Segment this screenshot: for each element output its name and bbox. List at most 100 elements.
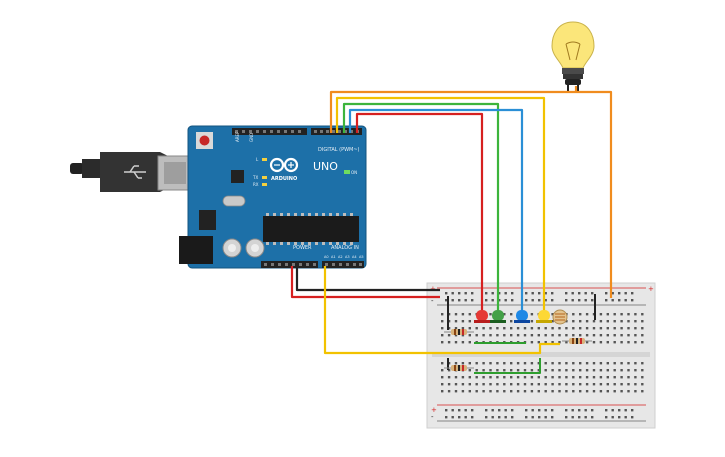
breadboard-hole[interactable] (551, 409, 554, 412)
breadboard-hole[interactable] (468, 376, 471, 379)
breadboard-hole[interactable] (634, 327, 637, 330)
breadboard-hole[interactable] (447, 313, 451, 316)
resistor-2[interactable] (562, 338, 592, 344)
breadboard-hole[interactable] (454, 341, 458, 344)
breadboard-hole[interactable] (538, 416, 541, 419)
breadboard-hole[interactable] (611, 409, 614, 412)
breadboard-hole[interactable] (451, 292, 454, 295)
breadboard-hole[interactable] (544, 362, 547, 365)
breadboard-hole[interactable] (441, 334, 444, 337)
breadboard-hole[interactable] (461, 320, 465, 323)
breadboard-hole[interactable] (579, 320, 582, 323)
breadboard-hole[interactable] (551, 292, 554, 295)
breadboard-hole[interactable] (451, 416, 454, 419)
breadboard-hole[interactable] (531, 409, 534, 412)
breadboard-hole[interactable] (504, 292, 507, 295)
breadboard-hole[interactable] (458, 416, 461, 419)
breadboard-hole[interactable] (503, 390, 506, 393)
breadboard-hole[interactable] (531, 292, 534, 295)
breadboard-hole[interactable] (441, 362, 444, 365)
breadboard-hole[interactable] (485, 416, 488, 419)
breadboard-hole[interactable] (571, 292, 574, 295)
breadboard-hole[interactable] (530, 327, 534, 330)
breadboard-hole[interactable] (592, 369, 596, 372)
led-green[interactable] (490, 310, 506, 323)
breadboard-hole[interactable] (445, 292, 448, 295)
breadboard-hole[interactable] (558, 327, 561, 330)
breadboard-hole[interactable] (620, 362, 623, 365)
breadboard-hole[interactable] (624, 416, 627, 419)
breadboard-hole[interactable] (641, 327, 644, 330)
breadboard-hole[interactable] (551, 376, 554, 379)
breadboard-hole[interactable] (530, 376, 534, 379)
breadboard-hole[interactable] (516, 327, 520, 330)
breadboard-hole[interactable] (468, 313, 471, 316)
breadboard-hole[interactable] (441, 376, 444, 379)
breadboard-hole[interactable] (510, 376, 513, 379)
breadboard-hole[interactable] (447, 334, 451, 337)
breadboard-hole[interactable] (565, 292, 568, 295)
breadboard-hole[interactable] (565, 416, 568, 419)
breadboard-hole[interactable] (447, 327, 451, 330)
breadboard-hole[interactable] (585, 327, 589, 330)
breadboard-hole[interactable] (579, 376, 582, 379)
breadboard-hole[interactable] (606, 390, 609, 393)
breadboard-hole[interactable] (599, 334, 603, 337)
breadboard-hole[interactable] (641, 390, 644, 393)
breadboard-hole[interactable] (620, 320, 623, 323)
breadboard-hole[interactable] (578, 299, 581, 302)
breadboard-hole[interactable] (544, 341, 547, 344)
breadboard-hole[interactable] (571, 299, 574, 302)
breadboard-hole[interactable] (482, 362, 485, 365)
breadboard-hole[interactable] (634, 383, 637, 386)
breadboard-hole[interactable] (489, 376, 492, 379)
breadboard-hole[interactable] (537, 327, 540, 330)
breadboard-hole[interactable] (482, 369, 485, 372)
breadboard-hole[interactable] (579, 369, 582, 372)
breadboard-hole[interactable] (618, 299, 621, 302)
breadboard-hole[interactable] (565, 341, 568, 344)
breadboard-hole[interactable] (613, 369, 616, 372)
breadboard-hole[interactable] (468, 390, 471, 393)
breadboard-hole[interactable] (551, 313, 554, 316)
breadboard-hole[interactable] (605, 409, 608, 412)
breadboard-hole[interactable] (558, 376, 561, 379)
breadboard-hole[interactable] (544, 292, 547, 295)
breadboard-hole[interactable] (537, 369, 540, 372)
breadboard-hole[interactable] (461, 341, 465, 344)
breadboard-hole[interactable] (572, 320, 575, 323)
breadboard-hole[interactable] (503, 369, 506, 372)
breadboard-hole[interactable] (523, 327, 527, 330)
breadboard-hole[interactable] (464, 299, 467, 302)
breadboard-hole[interactable] (578, 292, 581, 295)
breadboard-hole[interactable] (551, 369, 554, 372)
breadboard-hole[interactable] (551, 341, 554, 344)
led-red[interactable] (474, 310, 490, 323)
breadboard-hole[interactable] (537, 376, 540, 379)
breadboard-hole[interactable] (565, 362, 568, 365)
breadboard-hole[interactable] (510, 327, 513, 330)
breadboard-hole[interactable] (606, 313, 609, 316)
breadboard-hole[interactable] (489, 369, 492, 372)
breadboard-hole[interactable] (531, 416, 534, 419)
breadboard-hole[interactable] (451, 409, 454, 412)
breadboard-hole[interactable] (489, 327, 492, 330)
breadboard-hole[interactable] (641, 320, 644, 323)
breadboard-hole[interactable] (468, 383, 471, 386)
breadboard-hole[interactable] (447, 383, 451, 386)
breadboard-hole[interactable] (491, 292, 494, 295)
breadboard-hole[interactable] (592, 390, 596, 393)
breadboard-hole[interactable] (516, 334, 520, 337)
breadboard-hole[interactable] (461, 327, 465, 330)
breadboard-hole[interactable] (544, 369, 547, 372)
breadboard-hole[interactable] (530, 334, 534, 337)
breadboard-hole[interactable] (611, 299, 614, 302)
breadboard-hole[interactable] (464, 409, 467, 412)
breadboard-hole[interactable] (485, 409, 488, 412)
breadboard-hole[interactable] (613, 362, 616, 365)
breadboard-hole[interactable] (572, 327, 575, 330)
breadboard-hole[interactable] (503, 362, 506, 365)
breadboard-hole[interactable] (613, 383, 616, 386)
breadboard-hole[interactable] (530, 320, 534, 323)
breadboard-hole[interactable] (599, 376, 603, 379)
